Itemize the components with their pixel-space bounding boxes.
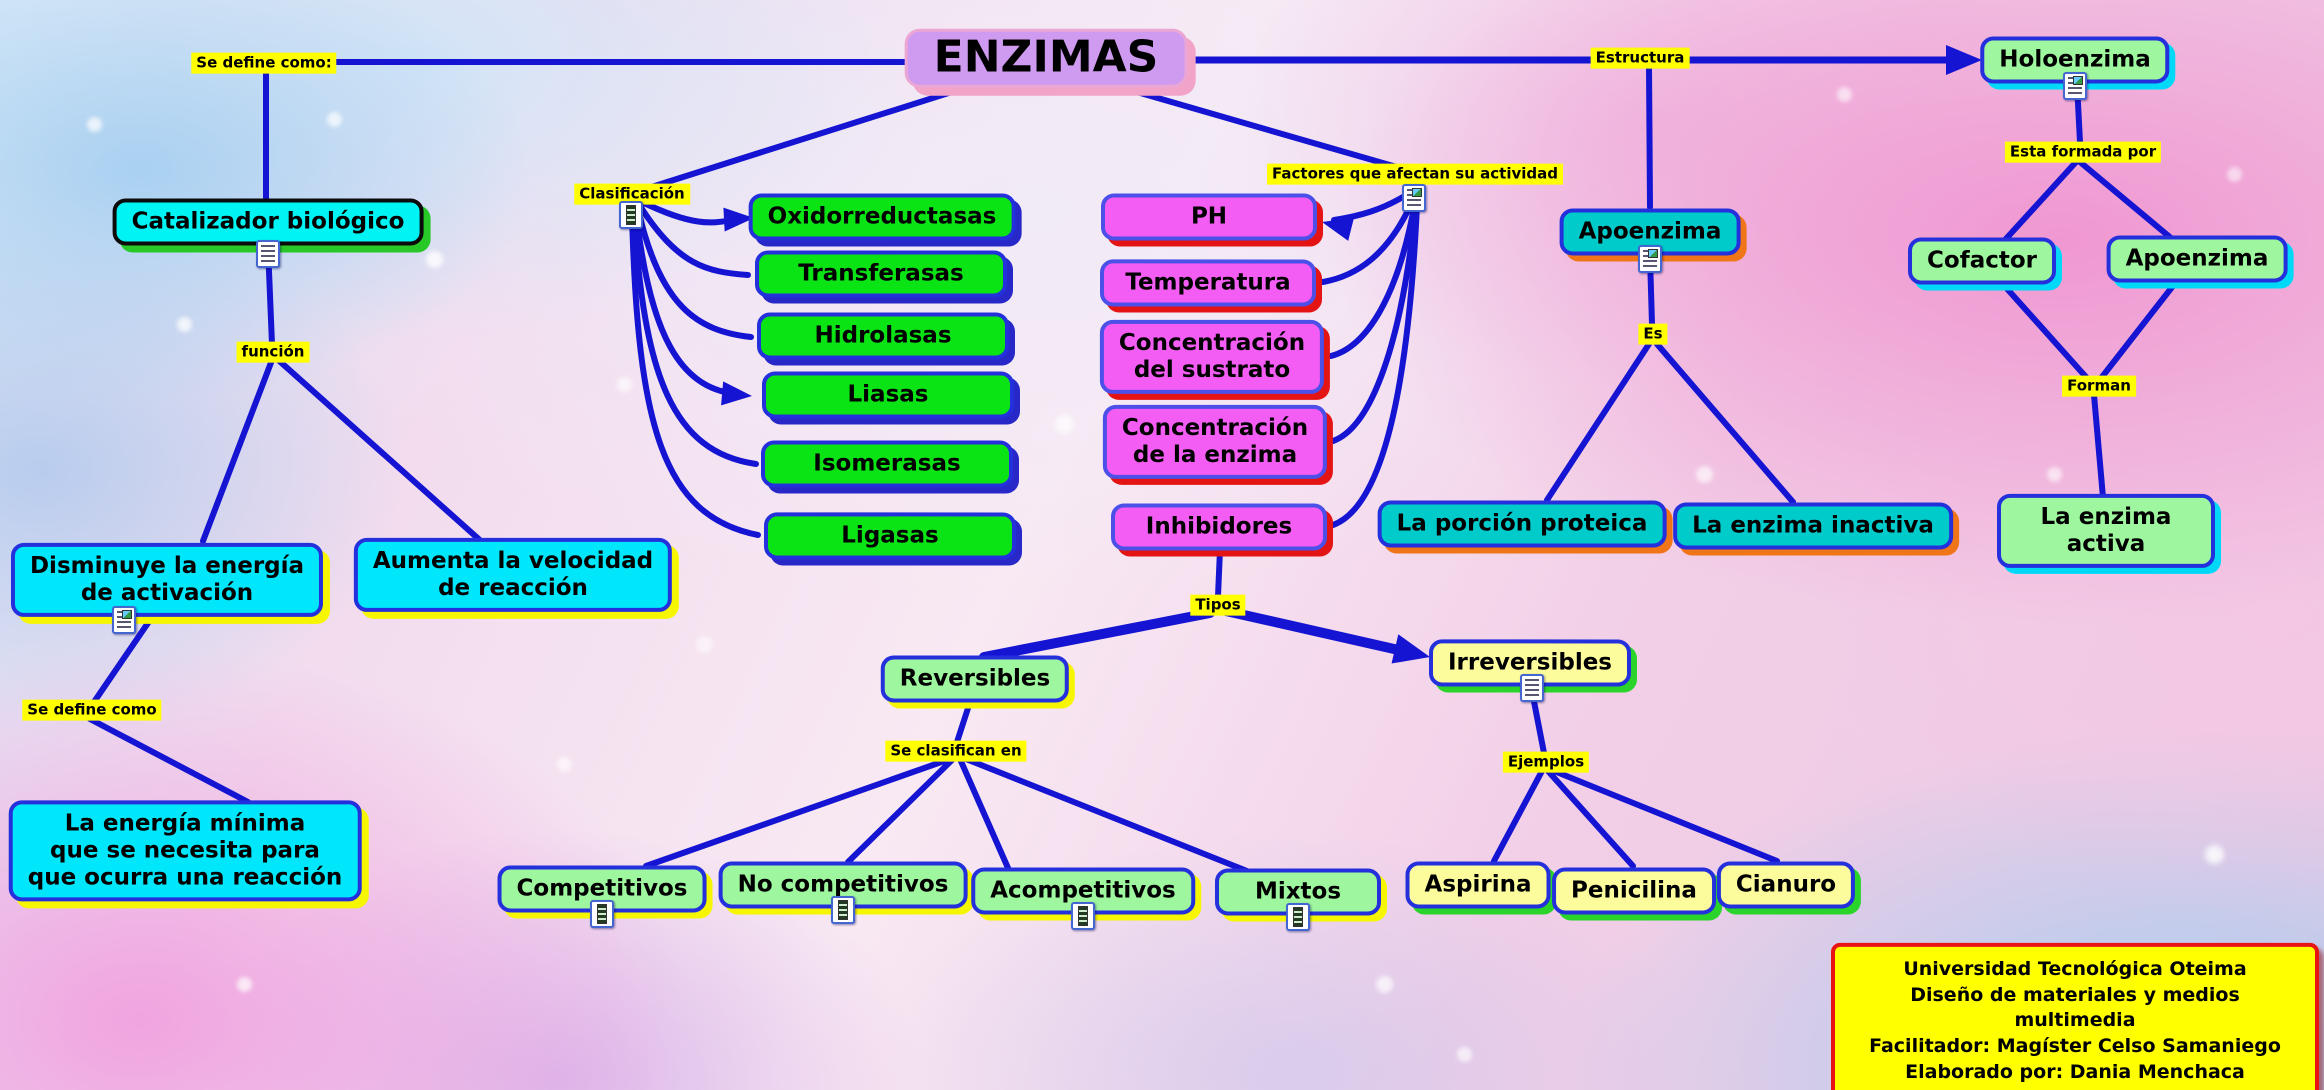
edge-esta-formada-cofactor — [2001, 159, 2079, 244]
link-label-es: Es — [1638, 323, 1668, 345]
node-enzima-inactiva[interactable]: La enzima inactiva — [1673, 502, 1953, 550]
node-oxidorreductasas[interactable]: Oxidorreductasas — [748, 193, 1016, 241]
edges-clasificacion-fan — [629, 199, 761, 538]
credit-author: Elaborado por: Dania Menchaca — [1905, 1060, 2245, 1083]
node-concentracion-sustrato[interactable]: Concentración del sustrato — [1099, 319, 1325, 395]
image-resource-icon[interactable] — [112, 606, 136, 634]
link-label-clasificacion: Clasificación — [574, 183, 690, 205]
credit-course: Diseño de materiales y medios multimedia — [1910, 983, 2240, 1032]
edge-reversibles-se-clasifican — [954, 699, 973, 745]
link-label-forman: Forman — [2062, 375, 2136, 397]
node-isomerasas[interactable]: Isomerasas — [761, 440, 1013, 488]
node-enzima-activa[interactable]: La enzima activa — [1997, 493, 2215, 569]
edge-esta-formada-apoenzima-der — [2077, 159, 2174, 241]
edges-se-clasifican-fan — [643, 756, 1250, 874]
edge-forman-enzima-activa — [2091, 392, 2107, 512]
edge-funcion-disminuye — [200, 357, 275, 544]
node-energia-minima[interactable]: La energía mínima que se necesita para q… — [8, 800, 362, 902]
link-label-se-define-como-2: Se define como — [22, 699, 162, 721]
node-disminuye-energia[interactable]: Disminuye la energía de activación — [10, 542, 324, 618]
link-label-funcion: función — [236, 341, 310, 363]
credit-facilitator: Facilitador: Magíster Celso Samaniego — [1869, 1034, 2281, 1057]
link-label-se-clasifican-en: Se clasifican en — [885, 740, 1027, 762]
edge-enzimas-holoenzima — [1171, 45, 1982, 75]
node-cianuro[interactable]: Cianuro — [1716, 861, 1856, 909]
video-resource-icon[interactable] — [831, 896, 855, 924]
link-label-estructura: Estructura — [1590, 47, 1690, 69]
node-porcion-proteica[interactable]: La porción proteica — [1377, 500, 1667, 548]
node-inhibidores[interactable]: Inhibidores — [1111, 503, 1327, 551]
node-liasas[interactable]: Liasas — [762, 371, 1014, 419]
node-enzimas-title[interactable]: ENZIMAS — [904, 28, 1188, 88]
node-transferasas[interactable]: Transferasas — [755, 250, 1007, 298]
link-label-tipos: Tipos — [1190, 594, 1246, 616]
link-label-factores: Factores que afectan su actividad — [1267, 163, 1563, 185]
edge-enzimas-clasificacion — [639, 87, 961, 193]
credits-box: Universidad Tecnológica Oteima Diseño de… — [1831, 942, 2319, 1090]
edge-tipos-irreversibles — [1221, 606, 1430, 664]
video-resource-icon[interactable] — [619, 201, 643, 229]
link-label-ejemplos: Ejemplos — [1502, 751, 1590, 773]
node-holoenzima[interactable]: Holoenzima — [1980, 36, 2170, 84]
node-ligasas[interactable]: Ligasas — [764, 512, 1016, 560]
link-label-esta-formada-por: Esta formada por — [2004, 141, 2162, 163]
video-resource-icon[interactable] — [1286, 903, 1310, 931]
edge-disminuye-se-define — [91, 617, 153, 705]
node-penicilina[interactable]: Penicilina — [1552, 867, 1716, 915]
credit-university: Universidad Tecnológica Oteima — [1903, 957, 2247, 980]
edge-enzimas-catalizador — [263, 59, 919, 202]
node-concentracion-enzima[interactable]: Concentración de la enzima — [1102, 404, 1328, 480]
document-resource-icon[interactable] — [256, 240, 280, 268]
node-aumenta-velocidad[interactable]: Aumenta la velocidad de reacción — [353, 537, 673, 613]
edge-inhibidores-tipos — [1215, 547, 1223, 599]
edge-funcion-aumenta — [273, 355, 485, 545]
edge-es-enzima-inactiva — [1654, 341, 1796, 505]
node-catalizador-biologico[interactable]: Catalizador biológico — [112, 198, 424, 246]
edges-ejemplos-fan — [1491, 768, 1780, 869]
edge-enzimas-factores — [1127, 87, 1403, 171]
image-resource-icon[interactable] — [1402, 184, 1426, 212]
edge-es-porcion-proteica — [1544, 341, 1652, 503]
edge-se-define-energia-minima — [87, 716, 251, 805]
node-reversibles[interactable]: Reversibles — [880, 655, 1070, 703]
video-resource-icon[interactable] — [1071, 902, 1095, 930]
edge-apoenzima-der-forman — [2099, 279, 2179, 380]
edge-cofactor-forman — [1998, 279, 2089, 380]
node-apoenzima-derecha[interactable]: Apoenzima — [2106, 235, 2288, 283]
node-cofactor[interactable]: Cofactor — [1908, 237, 2056, 285]
document-resource-icon[interactable] — [1520, 674, 1544, 702]
edge-estructura-apoenzima-izq — [1646, 64, 1653, 210]
edge-tipos-reversibles — [979, 608, 1215, 662]
link-label-se-define-como-top: Se define como: — [191, 52, 337, 74]
node-aspirina[interactable]: Aspirina — [1405, 861, 1551, 909]
image-resource-icon[interactable] — [2063, 72, 2087, 100]
node-apoenzima-izquierda[interactable]: Apoenzima — [1559, 208, 1741, 256]
image-resource-icon[interactable] — [1638, 245, 1662, 273]
node-temperatura[interactable]: Temperatura — [1100, 259, 1316, 307]
node-ph[interactable]: PH — [1101, 193, 1317, 241]
edges-factores-fan — [1320, 191, 1420, 528]
video-resource-icon[interactable] — [590, 900, 614, 928]
node-hidrolasas[interactable]: Hidrolasas — [757, 312, 1009, 360]
